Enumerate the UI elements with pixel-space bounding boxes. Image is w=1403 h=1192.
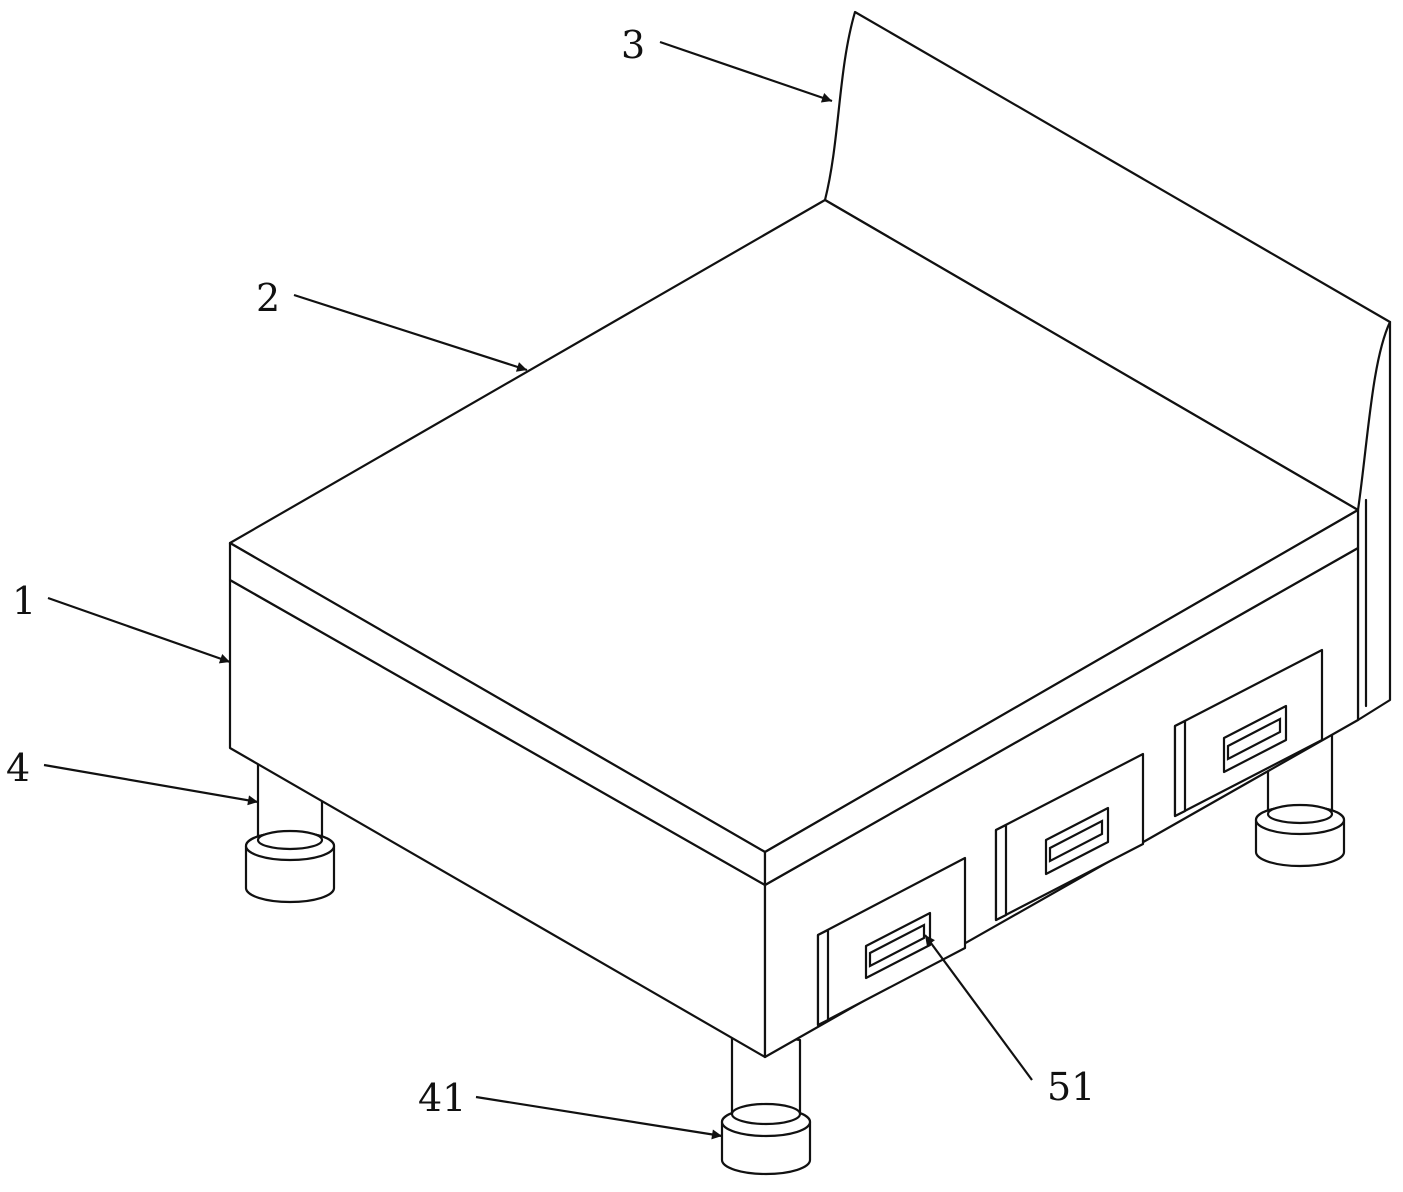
leg-front <box>720 1028 812 1176</box>
leader-2 <box>293 293 528 372</box>
label-drawer-handle: 51 <box>1047 1065 1095 1109</box>
leg-back-right <box>1254 726 1346 868</box>
leader-51 <box>924 934 1033 1081</box>
label-mattress: 2 <box>256 276 280 320</box>
leader-1 <box>47 596 231 664</box>
leader-3 <box>659 40 833 103</box>
label-foot-pad: 41 <box>418 1076 466 1120</box>
label-leg: 4 <box>6 746 30 790</box>
drawer-2 <box>994 752 1145 922</box>
leg-back-left <box>244 758 336 904</box>
leader-41 <box>475 1095 723 1140</box>
drawer-3 <box>1173 648 1324 818</box>
drawer-1 <box>816 856 967 1027</box>
mattress <box>228 198 1360 887</box>
label-bed-frame: 1 <box>12 579 36 623</box>
label-headboard: 3 <box>621 23 645 67</box>
leader-4 <box>43 763 259 806</box>
